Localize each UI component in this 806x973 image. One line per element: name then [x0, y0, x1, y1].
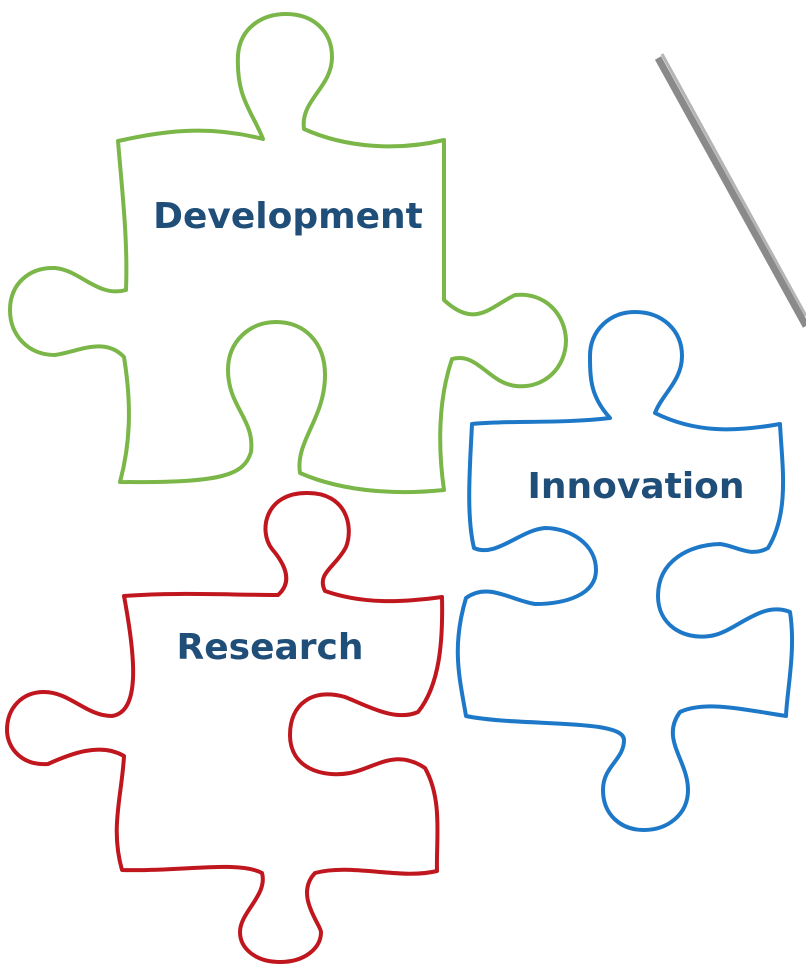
- development-label: Development: [153, 196, 423, 237]
- research-piece: [5, 490, 445, 964]
- research-label: Research: [177, 627, 364, 668]
- innovation-piece: [455, 310, 795, 832]
- pencil-shaft: [654, 56, 806, 328]
- pencil-icon: [654, 53, 806, 328]
- innovation-label: Innovation: [527, 466, 744, 507]
- development-piece: [8, 12, 568, 495]
- pencil-shaft-highlight: [660, 53, 806, 317]
